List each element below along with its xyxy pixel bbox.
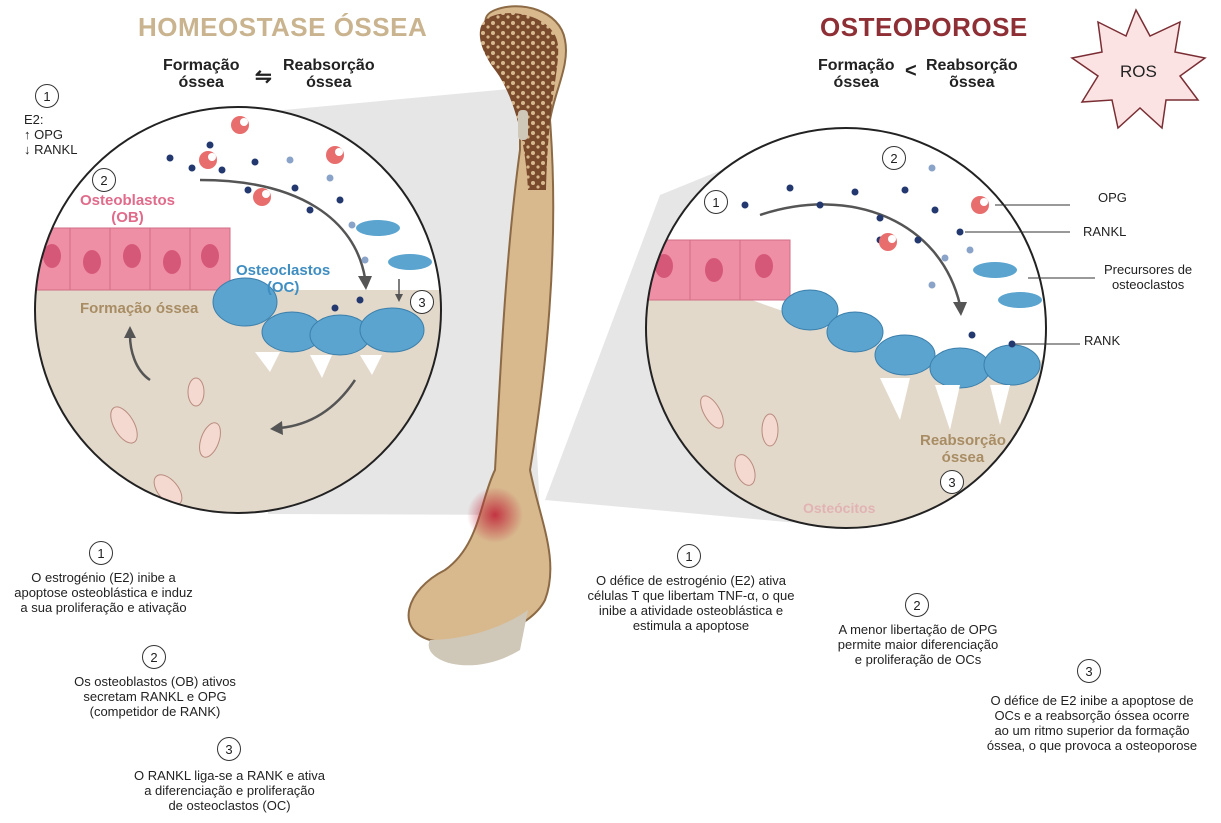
- less-than-symbol: <: [905, 60, 917, 83]
- rankl-dot: [877, 215, 884, 222]
- rankl-dot: [292, 185, 299, 192]
- left-caption-2: Os osteoblastos (OB) ativos secretam RAN…: [50, 674, 260, 719]
- right-circle-step-1: 1: [704, 190, 728, 214]
- right-circle-step-2: 2: [882, 146, 906, 170]
- opg-molecule-notch: [262, 190, 270, 198]
- ros-label: ROS: [1120, 62, 1157, 82]
- opg-molecule-notch: [208, 153, 216, 161]
- right-caption-1-number: 1: [677, 544, 701, 568]
- left-caption-3: O RANKL liga-se a RANK e ativa a diferen…: [122, 768, 337, 813]
- rankl-dot: [932, 207, 939, 214]
- opg-molecule-notch: [980, 198, 988, 206]
- signal-dot-light: [362, 257, 369, 264]
- rankl-dot: [852, 189, 859, 196]
- signal-dot-light: [349, 222, 356, 229]
- rankl-dot: [902, 187, 909, 194]
- right-circle-step-3: 3: [940, 470, 964, 494]
- rankl-dot: [1009, 341, 1016, 348]
- osteocytes-label: Osteócitos: [803, 500, 875, 516]
- legend-opg: OPG: [1098, 190, 1127, 205]
- signal-dot-light: [942, 255, 949, 262]
- equilibrium-symbol: ⇋: [255, 64, 272, 89]
- left-caption-3-number: 3: [217, 737, 241, 761]
- opg-molecule-notch: [335, 148, 343, 156]
- legend-rank: RANK: [1084, 333, 1120, 348]
- left-title: HOMEOSTASE ÓSSEA: [138, 12, 427, 43]
- rankl-dot: [969, 332, 976, 339]
- right-caption-3-number: 3: [1077, 659, 1101, 683]
- opg-molecule-notch: [888, 235, 896, 243]
- left-caption-1: O estrogénio (E2) inibe a apoptose osteo…: [6, 570, 201, 615]
- signal-dot-light: [287, 157, 294, 164]
- left-circle-step-2: 2: [92, 168, 116, 192]
- signal-dot-light: [327, 175, 334, 182]
- legend-rankl: RANKL: [1083, 224, 1126, 239]
- osteoclast-label: Osteoclastos(OC): [236, 262, 330, 296]
- opg-molecule-notch: [240, 118, 248, 126]
- rankl-dot: [957, 229, 964, 236]
- formation-label: Formação óssea: [80, 300, 198, 317]
- rankl-dot: [337, 197, 344, 204]
- right-caption-3: O défice de E2 inibe a apoptose de OCs e…: [972, 693, 1212, 753]
- rankl-dot: [915, 237, 922, 244]
- left-circle-step-3: 3: [410, 290, 434, 314]
- signal-dot-light: [929, 165, 936, 172]
- rankl-dot: [252, 159, 259, 166]
- left-caption-2-number: 2: [142, 645, 166, 669]
- right-title: OSTEOPOROSE: [820, 12, 1028, 43]
- rankl-dot: [167, 155, 174, 162]
- right-caption-2: A menor libertação de OPG permite maior …: [818, 622, 1018, 667]
- rankl-dot: [332, 305, 339, 312]
- rankl-dot: [219, 167, 226, 174]
- e2-note: E2: ↑ OPG ↓ RANKL: [24, 112, 77, 157]
- rankl-dot: [817, 202, 824, 209]
- left-caption-1-number: 1: [89, 541, 113, 565]
- rankl-dot: [742, 202, 749, 209]
- signal-dot-light: [967, 247, 974, 254]
- left-note-number: 1: [35, 84, 59, 108]
- signal-dot-light: [929, 282, 936, 289]
- rankl-dot: [357, 297, 364, 304]
- rankl-dot: [307, 207, 314, 214]
- rankl-dot: [245, 187, 252, 194]
- osteoblast-label: Osteoblastos(OB): [80, 192, 175, 226]
- rankl-dot: [207, 142, 214, 149]
- right-caption-1: O défice de estrogénio (E2) ativa célula…: [576, 573, 806, 633]
- rankl-dot: [189, 165, 196, 172]
- right-caption-2-number: 2: [905, 593, 929, 617]
- rankl-dot: [787, 185, 794, 192]
